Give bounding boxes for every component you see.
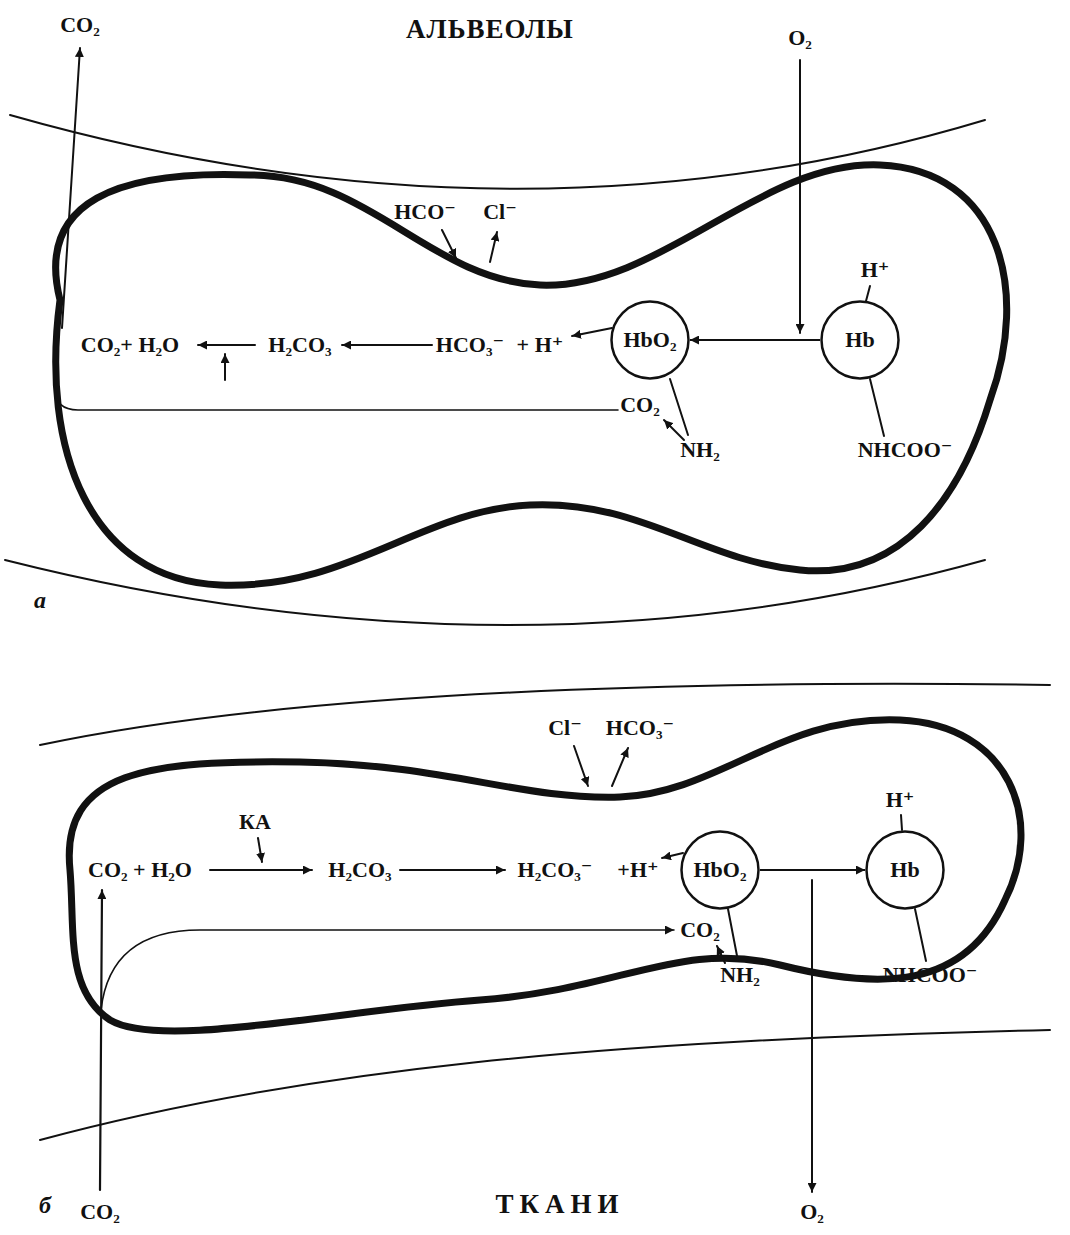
formula-label: NH₂	[680, 438, 720, 462]
hemoglobin-circle: Hb	[820, 300, 900, 380]
hemoglobin-circle: HbO₂	[680, 830, 760, 910]
circle-shape	[822, 302, 899, 379]
formula-label: CO₂+ H₂O	[81, 333, 179, 357]
bond-stem	[915, 909, 926, 961]
bond-stem	[728, 909, 738, 961]
proton-arrow	[662, 853, 683, 858]
formula-label: АЛЬВЕОЛЫ	[406, 15, 574, 45]
carbamino-arrow	[717, 946, 725, 963]
reaction-arrow	[690, 339, 820, 341]
formula-label: КА	[239, 810, 271, 834]
formula-label: HCO⁻	[394, 200, 456, 224]
formula-label: HCO₃⁻	[606, 716, 674, 740]
formula-label: H⁺	[886, 788, 915, 812]
erythrocyte	[56, 165, 1007, 585]
formula-label: CO₂ + H₂O	[88, 858, 192, 882]
ion-arrow	[442, 230, 456, 258]
formula-label: CO₂	[680, 918, 720, 942]
enzyme-arrow	[224, 354, 226, 380]
ion-arrow	[612, 748, 628, 786]
formula-label: ТКАНИ	[495, 1190, 624, 1220]
bond-stem	[901, 815, 902, 830]
reaction-arrow	[198, 344, 255, 346]
bond-stem	[866, 286, 870, 301]
hemoglobin-circle: HbO₂	[610, 300, 690, 380]
oxygen-arrow	[811, 880, 813, 1192]
formula-label: H₂CO₃	[268, 333, 331, 357]
formula-label: NHCOO⁻	[858, 438, 953, 462]
reaction-arrow	[760, 869, 865, 871]
reaction-arrow	[342, 344, 432, 346]
reaction-arrow	[400, 869, 505, 871]
oxygen-arrow	[799, 60, 801, 333]
formula-label: O₂	[788, 26, 812, 50]
formula-label: б	[39, 1192, 51, 1218]
formula-label: CO₂	[80, 1200, 120, 1224]
circle-shape	[867, 832, 944, 909]
formula-label: H₂CO₃⁻	[518, 858, 593, 882]
circle-shape	[612, 302, 689, 379]
formula-label: H⁺	[861, 258, 890, 282]
co2-exit-arrow	[62, 48, 80, 328]
circle-shape	[682, 832, 759, 909]
hemoglobin-label: Hb	[845, 327, 874, 353]
vessel-wall	[40, 1030, 1050, 1140]
hemoglobin-label: HbO₂	[623, 327, 676, 353]
proton-arrow	[572, 328, 612, 336]
bond-stem	[870, 379, 884, 436]
hemoglobin-circle: Hb	[865, 830, 945, 910]
formula-label: Cl⁻	[483, 200, 517, 224]
hemoglobin-label: HbO₂	[693, 857, 746, 883]
formula-label: H₂CO₃	[328, 858, 391, 882]
formula-label: + H⁺	[517, 333, 564, 357]
co2-path	[101, 930, 674, 1010]
co2-entry-arrow	[100, 890, 102, 1190]
formula-label: CO₂	[620, 393, 660, 417]
ion-arrow	[574, 746, 588, 786]
co2-path	[55, 365, 618, 410]
formula-label: NH₂	[720, 963, 760, 987]
formula-label: Cl⁻	[548, 716, 582, 740]
hemoglobin-label: Hb	[890, 857, 919, 883]
reaction-arrow	[210, 869, 312, 871]
formula-label: CO₂	[60, 13, 100, 37]
formula-label: NHCOO⁻	[883, 963, 978, 987]
erythrocyte	[69, 720, 1021, 1031]
vessel-wall	[40, 684, 1050, 745]
enzyme-arrow	[258, 838, 262, 862]
formula-label: HCO₃⁻	[436, 333, 504, 357]
formula-label: а	[34, 587, 46, 613]
bond-stem	[670, 379, 688, 435]
ion-arrow	[490, 232, 497, 262]
formula-label: +H⁺	[617, 858, 658, 882]
formula-label: O₂	[800, 1200, 824, 1224]
